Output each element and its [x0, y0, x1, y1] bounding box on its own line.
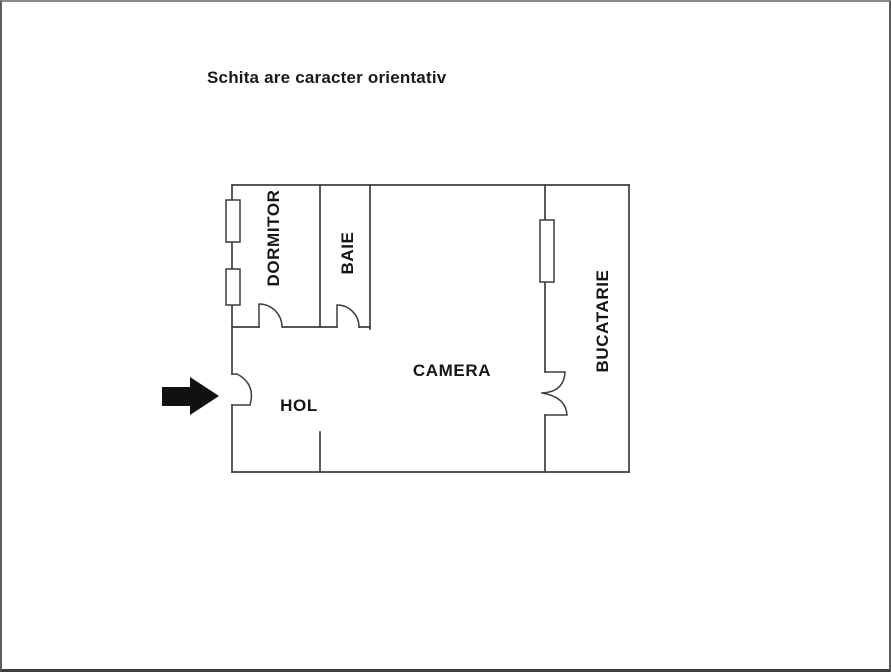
room-label-camera: CAMERA: [412, 361, 492, 380]
entrance-arrow-icon: [162, 377, 219, 415]
doors: [231, 303, 568, 416]
windows: [225, 199, 555, 306]
door-entrance: [231, 372, 253, 406]
disclaimer-text: Schita are caracter orientativ: [207, 68, 447, 87]
window-bucatarie: [539, 219, 555, 283]
room-label-dormitor: DORMITOR: [264, 189, 283, 287]
room-label-baie: BAIE: [338, 231, 357, 275]
door-bucatarie-double: [541, 371, 568, 416]
door-baie: [336, 304, 360, 328]
window-dormitor-2: [225, 268, 241, 306]
door-dormitor: [258, 303, 283, 328]
room-label-bucatarie: BUCATARIE: [593, 269, 612, 373]
room-label-hol: HOL: [280, 396, 318, 415]
walls: [231, 184, 630, 473]
window-dormitor-1: [225, 199, 241, 243]
